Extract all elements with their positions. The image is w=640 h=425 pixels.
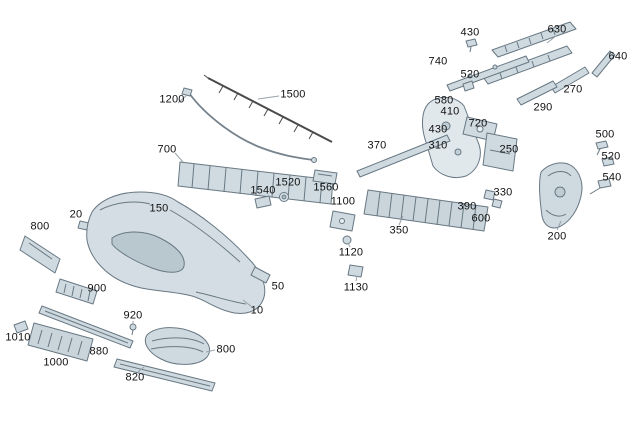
part-330-clip: [491, 198, 503, 209]
part-290-strip: [516, 80, 558, 106]
part-800-lower-grille: [144, 327, 210, 365]
part-1100-hole: [339, 218, 345, 224]
part-1500-ticks: [218, 85, 314, 140]
part-upper-bracket-hole: [454, 148, 462, 156]
part-800-left-bracket: [19, 235, 61, 274]
part-820-trim-line: [119, 363, 211, 387]
part-1120-sensor: [342, 235, 352, 245]
part-740-stud: [467, 73, 473, 79]
part-740-stud: [492, 64, 498, 70]
part-1200-end: [311, 157, 317, 163]
part-800-left-line: [28, 242, 53, 260]
part-900-grille-ribs: [63, 283, 91, 302]
part-10-grille-opening: [111, 231, 185, 273]
part-370-slat: [356, 134, 451, 178]
part-630-slat: [491, 21, 577, 58]
part-1500-hook: [203, 74, 209, 79]
part-1010-clip: [13, 320, 29, 334]
part-10-creases: [99, 201, 247, 305]
part-250-rib: [489, 149, 511, 155]
part-720-hole: [476, 125, 484, 133]
part-350-beam: [363, 189, 489, 232]
part-430-clip-top: [465, 38, 478, 48]
part-270-strip: [550, 66, 590, 94]
part-920-stem: [131, 329, 134, 336]
part-500-tail: [596, 148, 601, 156]
part-430-clip-top-stem: [469, 46, 472, 53]
part-520-clip-top: [462, 80, 475, 92]
part-350-beam-ribs: [376, 191, 477, 231]
part-630-slat-ribs: [504, 28, 556, 53]
part-1200-connector: [181, 87, 193, 97]
part-630-slat-lower-ribs: [499, 54, 551, 80]
part-630-slat-lower: [482, 45, 573, 85]
part-540-tail: [589, 187, 601, 195]
part-1200-harness: [188, 92, 314, 161]
part-1500-strip: [207, 77, 333, 143]
part-1520-sensor-core: [281, 194, 287, 200]
part-920-clip: [129, 323, 137, 331]
part-upper-bracket-assembly: [422, 97, 481, 179]
part-1560-box: [312, 169, 338, 185]
part-1560-line: [317, 173, 333, 177]
part-540-clip: [597, 178, 612, 189]
part-330-clip: [483, 189, 496, 201]
part-640-strip: [591, 50, 616, 78]
leader-lines: [132, 35, 562, 373]
part-200-ribs: [545, 171, 572, 217]
part-700-absorber: [177, 161, 334, 205]
part-520-clip-right: [601, 156, 615, 167]
part-1540-bracket: [254, 195, 272, 209]
part-200-hole: [554, 186, 566, 198]
part-50-strip: [250, 266, 271, 284]
part-900-grille: [55, 278, 98, 305]
part-880-trim-line: [44, 310, 129, 344]
part-1130-clip: [347, 264, 364, 278]
part-800-lower-grille-mesh: [150, 337, 205, 353]
part-upper-bracket-hole: [441, 121, 451, 131]
part-1000-grille-ribs: [37, 329, 83, 356]
part-700-absorber-ribs: [191, 163, 323, 204]
part-500-clip: [595, 140, 609, 150]
